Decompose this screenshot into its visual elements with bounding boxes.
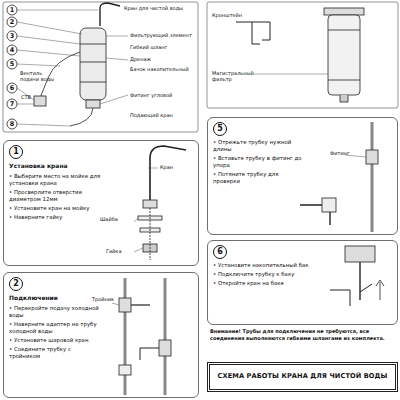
main-filter: [328, 15, 360, 95]
panel-frame: [3, 2, 198, 132]
callout-number: 6: [7, 83, 17, 93]
text-column: 1Установка крана • Выберите место на мойк…: [9, 145, 101, 223]
instruction-text: • Откройте кран на баке: [213, 280, 323, 287]
drain-hose: [70, 108, 93, 126]
callout-number: 4: [7, 45, 17, 55]
instruction-text: • Наверните гайку: [9, 214, 101, 221]
instruction-text: • Соедините трубку с тройником: [9, 346, 99, 360]
callout-number: 3: [7, 31, 17, 41]
filter-cap: [324, 8, 364, 15]
text-column: 6 • Установите накопительный бак • Подключ…: [213, 245, 323, 289]
part-label: СТВ: [21, 94, 41, 100]
instruction-text: • Вставьте трубку в фитинг до упора: [213, 155, 305, 169]
faucet: [150, 146, 186, 206]
part-label: Фильтрующий элемент: [130, 32, 196, 38]
instruction-text: • Потяните трубку для проверки: [213, 171, 305, 185]
callout-number: 7: [7, 99, 17, 109]
instruction-text: • Выберите место на мойке для установки …: [9, 173, 101, 187]
part-label: Кран: [160, 164, 190, 170]
step-number: 5: [213, 122, 227, 136]
part-label: Фитинг: [330, 150, 346, 156]
instruction-text: • Просверлите отверстие диаметром 12мм: [9, 189, 101, 203]
callout-number: 8: [7, 119, 17, 129]
step-panel: 6 • Установите накопительный бак • Подключ…: [207, 240, 398, 325]
step-panel: 2Подключение • Перекройте подачу холодной…: [3, 272, 199, 398]
text-column: 2Подключение • Перекройте подачу холодной…: [9, 277, 99, 362]
note: Внимание! Трубы для подключения не требу…: [210, 328, 396, 341]
instruction-text: • Установите кран на мойку: [9, 205, 101, 212]
callout-number: 5: [7, 59, 17, 69]
part-label: Фитинг угловой: [130, 92, 196, 98]
instruction-text: • Установите накопительный бак: [213, 262, 323, 269]
part-label: Бачок накопительный: [130, 66, 196, 72]
heading: СХЕМА РАБОТЫ КРАНА ДЛЯ ЧИСТОЙ ВОДЫ: [218, 373, 388, 381]
heading-box: СХЕМА РАБОТЫ КРАНА ДЛЯ ЧИСТОЙ ВОДЫ: [207, 362, 398, 392]
part-label: Шайба: [100, 216, 134, 222]
faucet: [100, 3, 120, 26]
callout-circles: [7, 5, 17, 129]
part-label: Кран для чистой воды: [124, 5, 194, 11]
callout-number: 2: [7, 17, 17, 27]
part-label: Кронштейн: [212, 12, 262, 18]
part-label: Вентиль подачи воды: [20, 70, 62, 82]
instruction-text: • Отрежьте трубку нужной длины: [213, 139, 305, 153]
hose: [40, 52, 80, 98]
panel-frame: [207, 2, 398, 108]
filter-housing: [80, 28, 106, 100]
part-label: Тройник: [92, 296, 112, 302]
instruction-text: • Установите шаровой кран: [9, 337, 99, 344]
instruction-text: • Подключите трубку к баку: [213, 271, 323, 278]
step-title: Подключение: [9, 294, 99, 302]
step-panel: 1Установка крана • Выберите место на мойк…: [3, 140, 199, 266]
text-column: 5 • Отрежьте трубку нужной длины • Вставьт…: [213, 122, 305, 187]
step-number: 6: [213, 245, 227, 259]
instruction-text: • Перекройте подачу холодной воды: [9, 305, 99, 319]
part-label: Гайка: [106, 248, 134, 254]
callout-number: 1: [7, 5, 17, 15]
part-label: Магистральный фильтр: [212, 70, 256, 82]
part-label: Гибкий шланг: [130, 44, 196, 50]
leader-lines: [17, 10, 128, 126]
part-label: Подающий кран: [130, 112, 196, 118]
instruction-text: • Наверните адаптер на трубу холодной во…: [9, 321, 99, 335]
step-title: Установка крана: [9, 162, 101, 170]
step-panel: 5 • Отрежьте трубку нужной длины • Вставьт…: [207, 117, 398, 235]
bracket: [236, 22, 270, 44]
step-number: 1: [9, 145, 23, 159]
step-number: 2: [9, 277, 23, 291]
part-label: Дренаж: [130, 56, 196, 62]
